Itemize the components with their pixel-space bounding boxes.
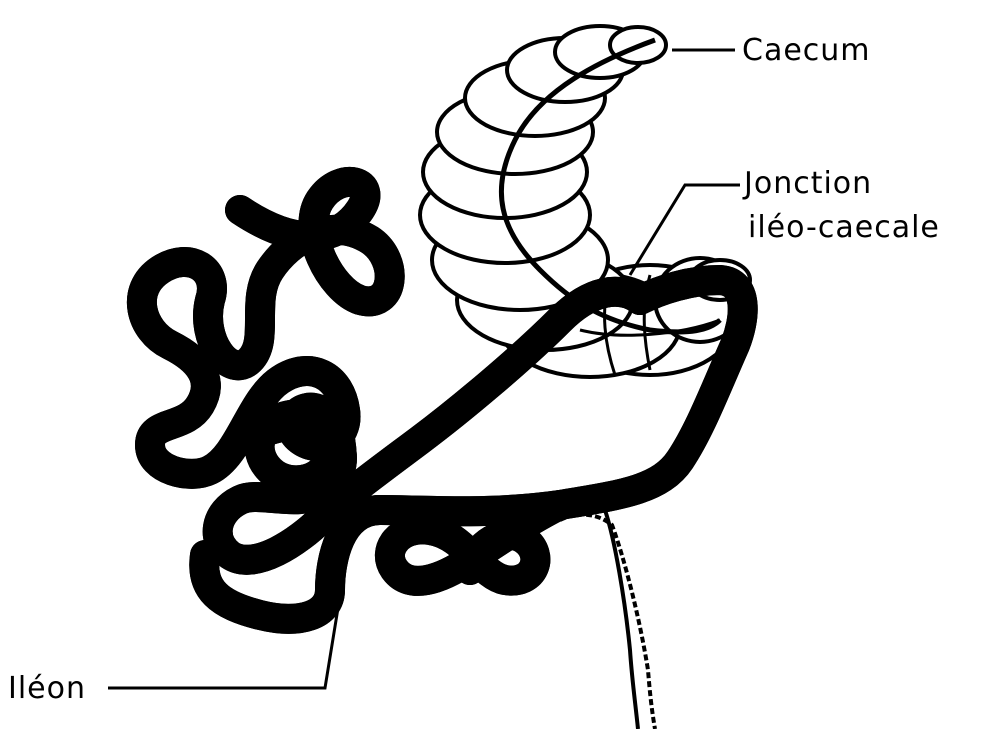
mesentery-edge [545, 503, 638, 729]
mesentery-strand [545, 503, 655, 729]
caecum-label: Caecum [742, 33, 871, 68]
mesentery-edge [560, 515, 655, 729]
ileon-label: Iléon [8, 671, 86, 706]
caecum [420, 26, 750, 377]
jonction-label-line2: iléo-caecale [748, 210, 940, 245]
jonction-label-line1: Jonction [742, 166, 872, 201]
